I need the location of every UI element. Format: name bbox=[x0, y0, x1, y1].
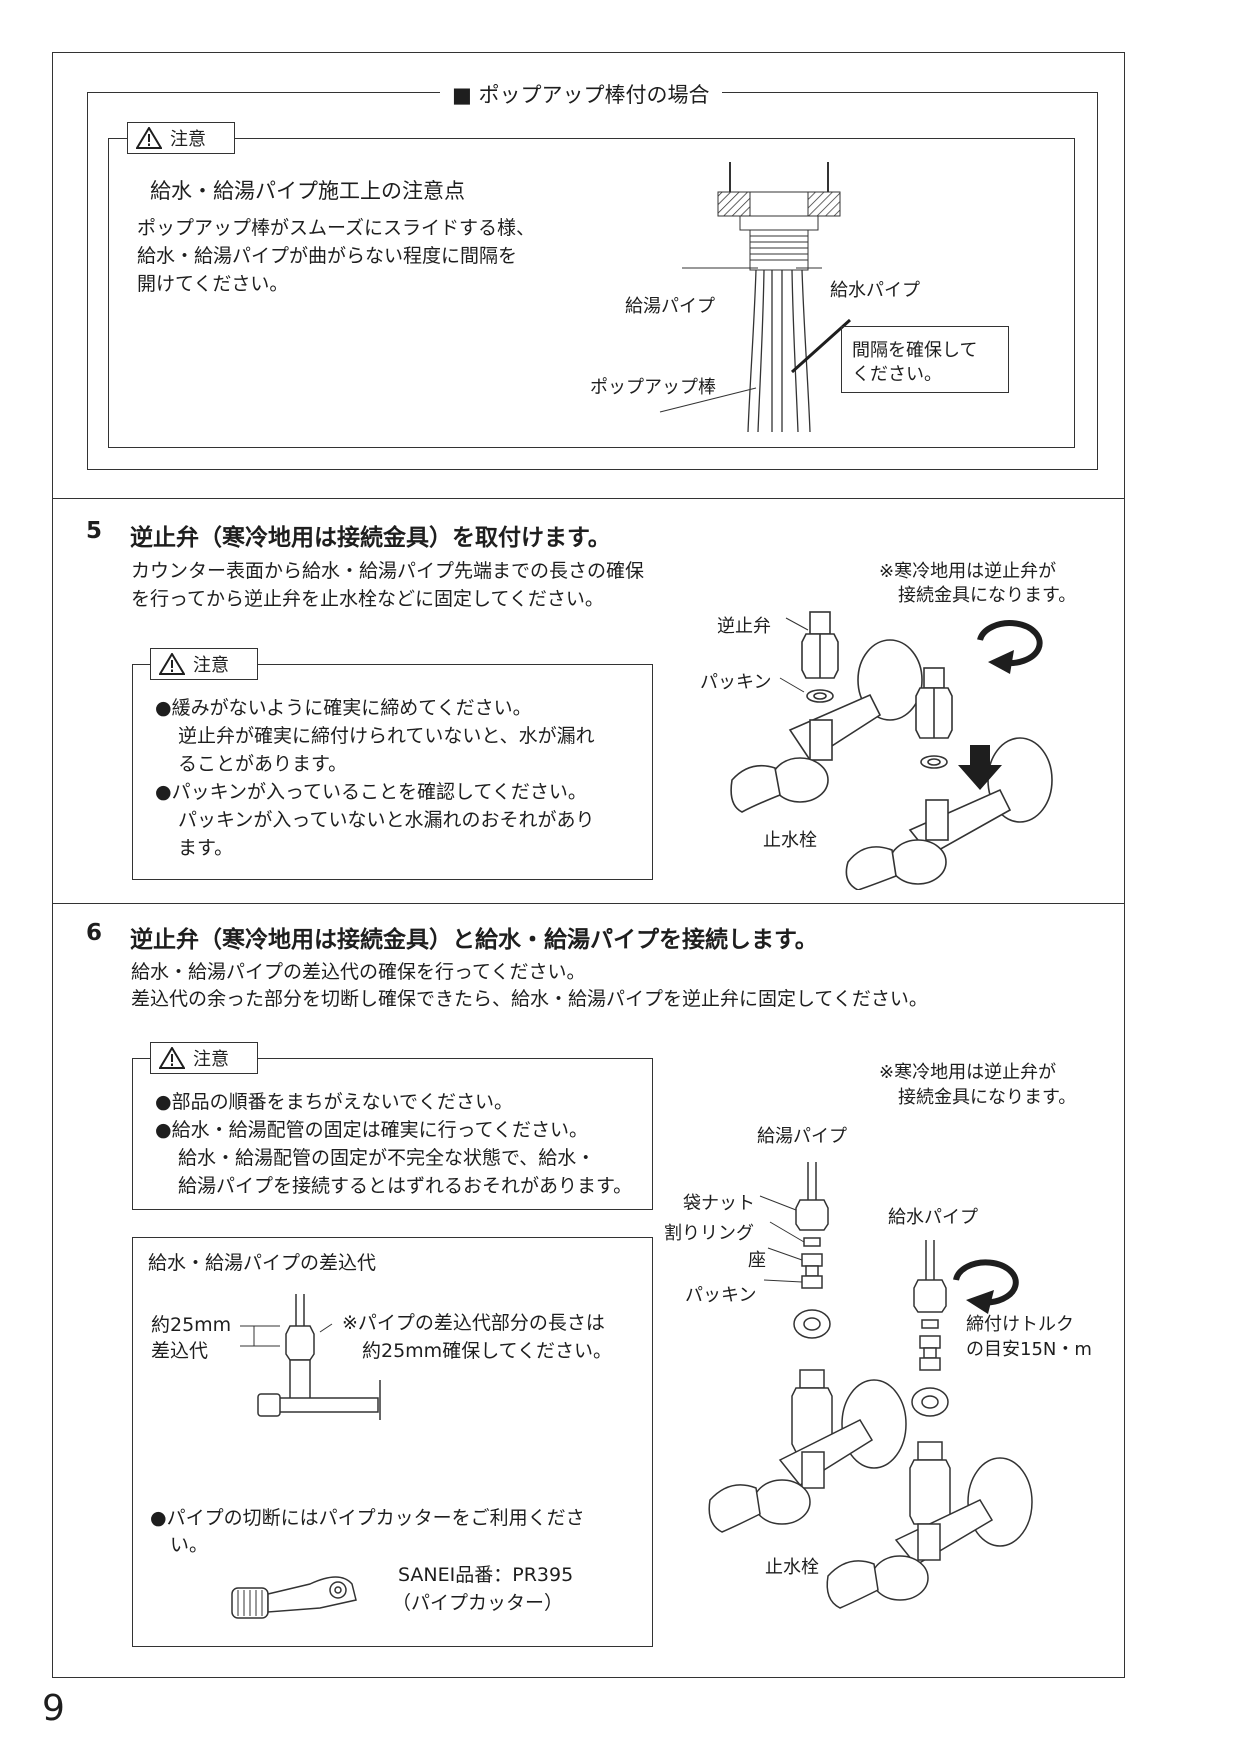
step6-note-line: ※寒冷地用は逆止弁が bbox=[879, 1062, 1057, 1083]
label-popup-rod: ポップアップ棒 bbox=[590, 377, 716, 398]
insert-title: 給水・給湯パイプの差込代 bbox=[148, 1252, 377, 1274]
insert-allowance-box bbox=[132, 1237, 653, 1647]
popup-body-line: 給水・給湯パイプが曲がらない程度に間隔を bbox=[137, 245, 518, 267]
section-divider bbox=[52, 903, 1125, 904]
step5-caution-tag: 注意 bbox=[150, 648, 258, 680]
caution-label: 注意 bbox=[193, 655, 229, 676]
step5-valve-illustration bbox=[730, 611, 1053, 890]
step6-caution-box bbox=[132, 1058, 653, 1210]
insert-dim-label: 差込代 bbox=[151, 1340, 209, 1362]
caution-label: 注意 bbox=[193, 1049, 229, 1070]
step6-caution-line: 給水・給湯配管の固定が不完全な状態で、給水・ bbox=[178, 1147, 596, 1169]
cutter-note: い。 bbox=[170, 1534, 209, 1556]
step5-note-line: 接続金具になります。 bbox=[898, 585, 1077, 606]
step5-caution-line: ●緩みがないように確実に締めてください。 bbox=[155, 697, 532, 719]
pipe-cutter-icon bbox=[231, 1576, 357, 1619]
popup-caution-box bbox=[108, 138, 1075, 448]
step5-caution-line: パッキンが入っていないと水漏れのおそれがあり bbox=[178, 809, 595, 831]
step5-title: 逆止弁（寒冷地用は接続金具）を取付けます。 bbox=[130, 525, 611, 551]
label-split-ring: 割りリング bbox=[664, 1223, 754, 1244]
step6-number: 6 bbox=[86, 920, 103, 946]
insert-allowance-diagram bbox=[240, 1294, 381, 1420]
step6-pipe-illustration bbox=[708, 1162, 1033, 1609]
popup-body-line: ポップアップ棒がスムーズにスライドする様、 bbox=[137, 217, 536, 239]
step5-caution-line: ●パッキンが入っていることを確認してください。 bbox=[155, 781, 587, 803]
step6-title: 逆止弁（寒冷地用は接続金具）と給水・給湯パイプを接続します。 bbox=[130, 927, 818, 953]
label-cap-nut: 袋ナット bbox=[683, 1193, 755, 1214]
popup-title: ■ ポップアップ棒付の場合 bbox=[440, 79, 722, 109]
step6-note-line: 接続金具になります。 bbox=[898, 1087, 1077, 1108]
popup-heading: 給水・給湯パイプ施工上の注意点 bbox=[150, 179, 465, 203]
warning-icon bbox=[136, 127, 162, 149]
step5-caution-line: 逆止弁が確実に締付けられていないと、水が漏れ bbox=[178, 725, 595, 747]
insert-dim-label: 約25mm bbox=[151, 1314, 232, 1336]
caution-label: 注意 bbox=[170, 129, 206, 150]
popup-rod-illustration bbox=[659, 162, 852, 433]
insert-note: 約25mm確保してください。 bbox=[362, 1340, 613, 1362]
popup-caution-tag: 注意 bbox=[127, 122, 235, 154]
page-frame bbox=[52, 52, 1125, 1678]
step5-caution-line: ることがあります。 bbox=[178, 753, 348, 775]
step5-number: 5 bbox=[86, 518, 103, 544]
warning-icon bbox=[159, 1047, 185, 1069]
label-seat: 座 bbox=[748, 1250, 766, 1271]
popup-note-box bbox=[841, 326, 1009, 393]
label-stop-valve: 止水栓 bbox=[765, 1557, 819, 1578]
step6-body-line: 差込代の余った部分を切断し確保できたら、給水・給湯パイプを逆止弁に固定してくださ… bbox=[131, 988, 928, 1010]
label-packing: パッキン bbox=[700, 672, 772, 693]
label-stop-valve: 止水栓 bbox=[763, 830, 817, 851]
warning-icon bbox=[159, 653, 185, 675]
label-packing: パッキン bbox=[685, 1285, 757, 1306]
label-cold-pipe: 給水パイプ bbox=[888, 1207, 978, 1228]
page-number: 9 bbox=[42, 1688, 65, 1729]
step6-caution-line: ●部品の順番をまちがえないでください。 bbox=[155, 1091, 514, 1113]
label-check-valve: 逆止弁 bbox=[717, 616, 771, 637]
step6-caution-line: ●給水・給湯配管の固定は確実に行ってください。 bbox=[155, 1119, 589, 1141]
step6-caution-tag: 注意 bbox=[150, 1042, 258, 1074]
label-torque: 締付けトルク bbox=[966, 1314, 1074, 1335]
insert-note: ※パイプの差込代部分の長さは bbox=[342, 1312, 605, 1334]
section-divider bbox=[52, 498, 1125, 499]
step5-note-line: ※寒冷地用は逆止弁が bbox=[879, 561, 1057, 582]
step5-body-line: を行ってから逆止弁を止水栓などに固定してください。 bbox=[131, 588, 604, 610]
cutter-note: ●パイプの切断にはパイプカッターをご利用くださ bbox=[150, 1507, 585, 1529]
label-cold-pipe: 給水パイプ bbox=[830, 280, 920, 301]
label-hot-pipe: 給湯パイプ bbox=[757, 1126, 847, 1147]
popup-note-line: ください。 bbox=[852, 364, 942, 385]
popup-note-line: 間隔を確保して bbox=[852, 340, 978, 361]
popup-body-line: 開けてください。 bbox=[137, 273, 289, 295]
step6-caution-line: 給湯パイプを接続するとはずれるおそれがあります。 bbox=[178, 1175, 633, 1197]
step5-caution-box bbox=[132, 664, 653, 880]
label-torque: の目安15N・m bbox=[966, 1339, 1092, 1360]
step5-caution-line: ます。 bbox=[178, 837, 234, 859]
cutter-product-name: （パイプカッター） bbox=[392, 1592, 564, 1614]
label-hot-pipe: 給湯パイプ bbox=[625, 296, 715, 317]
step6-body-line: 給水・給湯パイプの差込代の確保を行ってください。 bbox=[131, 961, 586, 983]
cutter-product-number: SANEI品番：PR395 bbox=[398, 1564, 574, 1586]
step5-body-line: カウンター表面から給水・給湯パイプ先端までの長さの確保 bbox=[131, 560, 645, 582]
